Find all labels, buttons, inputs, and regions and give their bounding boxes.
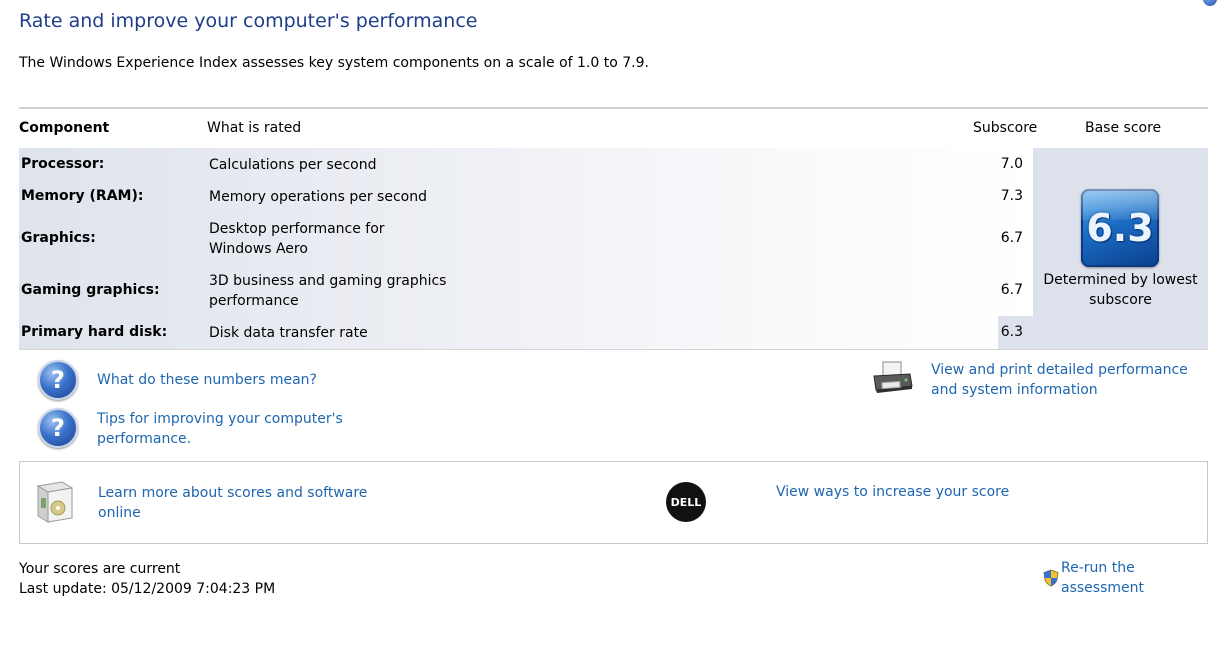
page-title: Rate and improve your computer's perform… [19,10,478,32]
software-box-icon[interactable] [32,478,76,526]
help-icon[interactable]: ? [38,360,78,400]
row-graphics-label: Graphics: [21,230,96,246]
scores-current-text: Your scores are current [19,561,181,577]
intro-text: The Windows Experience Index assesses ke… [19,55,649,71]
row-memory-subscore: 7.3 [1000,188,1023,204]
row-memory-what: Memory operations per second [209,189,427,205]
dell-logo-text: DELL [670,495,702,509]
row-disk-subscore: 6.3 [1000,324,1023,340]
row-disk-what: Disk data transfer rate [209,325,368,341]
dell-logo-icon[interactable]: DELL [666,482,706,522]
more-info-box [19,461,1208,544]
row-processor-subscore: 7.0 [1000,156,1023,172]
help-corner-icon[interactable] [1203,0,1217,6]
row-gaming-subscore: 6.7 [1000,282,1023,298]
header-what-rated: What is rated [207,120,302,136]
row-graphics-what: Desktop performance for Windows Aero [209,221,385,257]
base-score-note: Determined by lowest subscore [1043,272,1198,308]
rerun-assessment-link[interactable]: Re-run the assessment [1061,560,1144,596]
row-gaming-label: Gaming graphics: [21,282,160,298]
what-numbers-mean-link[interactable]: What do these numbers mean? [97,372,317,388]
lowest-subscore-highlight [998,316,1033,349]
score-status: Your scores are current Last update: 05/… [19,559,275,599]
header-subscore: Subscore [973,120,1038,136]
header-base-score: Base score [1085,120,1162,136]
last-update-text: Last update: 05/12/2009 7:04:23 PM [19,581,276,597]
rerun-assessment[interactable]: Re-run the assessment [1043,558,1221,598]
help-icon[interactable]: ? [38,408,78,448]
learn-more-link[interactable]: Learn more about scores and software onl… [98,485,368,521]
row-memory-label: Memory (RAM): [21,188,144,204]
row-gaming-what: 3D business and gaming graphics performa… [209,273,447,309]
header-component: Component [19,120,110,136]
score-table [19,148,1033,349]
base-score-badge: 6.3 [1081,189,1159,267]
view-print-details-link[interactable]: View and print detailed performance and … [931,362,1188,398]
printer-icon[interactable] [870,360,914,396]
uac-shield-icon [1043,569,1059,587]
table-bottom-divider [19,349,1208,350]
row-processor-what: Calculations per second [209,157,377,173]
header-divider [19,107,1208,109]
increase-score-link[interactable]: View ways to increase your score [776,484,1010,500]
base-score-value: 6.3 [1086,206,1154,250]
row-processor-label: Processor: [21,156,105,172]
row-graphics-subscore: 6.7 [1000,230,1023,246]
tips-link[interactable]: Tips for improving your computer's perfo… [97,411,343,447]
row-disk-label: Primary hard disk: [21,324,168,340]
